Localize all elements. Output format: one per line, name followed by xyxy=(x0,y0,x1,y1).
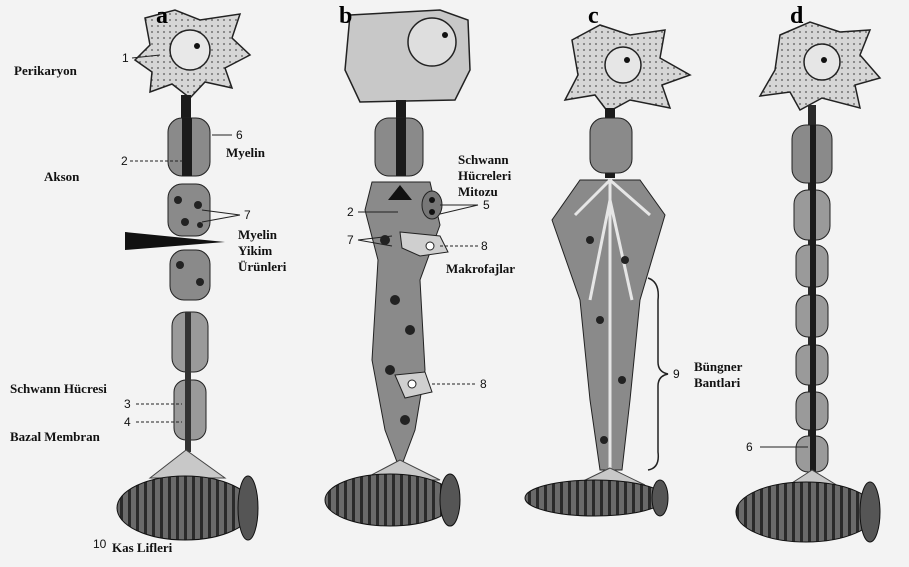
number-8-a: 8 xyxy=(481,240,488,252)
number-6-d: 6 xyxy=(746,441,753,453)
label-schwann-mitozu-3: Mitozu xyxy=(458,185,498,199)
label-bungner-2: Bantlari xyxy=(694,376,740,390)
panel-letter-a: a xyxy=(156,4,168,28)
panel-letter-b: b xyxy=(339,4,352,28)
label-bungner-1: Büngner xyxy=(694,360,742,374)
panel-a-neuron xyxy=(117,10,258,540)
number-10: 10 xyxy=(93,538,106,550)
muscle-fiber-d xyxy=(736,482,876,542)
number-7-a: 7 xyxy=(244,209,251,221)
muscle-fiber-c xyxy=(525,480,665,516)
number-3: 3 xyxy=(124,398,131,410)
number-8-b: 8 xyxy=(480,378,487,390)
panel-letter-d: d xyxy=(790,4,803,28)
panel-c-neuron xyxy=(525,25,690,516)
label-kas-lifleri: Kas Lifleri xyxy=(112,541,172,555)
number-5: 5 xyxy=(483,199,490,211)
muscle-fiber-b xyxy=(325,474,455,526)
label-myelin-yikim-3: Ürünleri xyxy=(238,260,286,274)
number-2-b: 2 xyxy=(347,206,354,218)
panel-d-neuron xyxy=(736,22,880,542)
label-schwann-hucresi: Schwann Hücresi xyxy=(10,382,107,396)
label-bazal-membran: Bazal Membran xyxy=(10,430,100,444)
number-7-b: 7 xyxy=(347,234,354,246)
label-perikaryon: Perikaryon xyxy=(14,64,77,78)
muscle-fiber-a xyxy=(117,476,253,540)
number-1: 1 xyxy=(122,52,129,64)
number-2-a: 2 xyxy=(121,155,128,167)
label-myelin: Myelin xyxy=(226,146,265,160)
label-schwann-mitozu-2: Hücreleri xyxy=(458,169,511,183)
label-myelin-yikim-1: Myelin xyxy=(238,228,277,242)
label-makrofajlar: Makrofajlar xyxy=(446,262,515,276)
bungner-bracket xyxy=(648,278,668,470)
number-6-a: 6 xyxy=(236,129,243,141)
label-schwann-mitozu-1: Schwann xyxy=(458,153,509,167)
label-akson: Akson xyxy=(44,170,79,184)
panel-letter-c: c xyxy=(588,4,599,28)
label-myelin-yikim-2: Yikim xyxy=(238,244,272,258)
number-4: 4 xyxy=(124,416,131,428)
number-9: 9 xyxy=(673,368,680,380)
